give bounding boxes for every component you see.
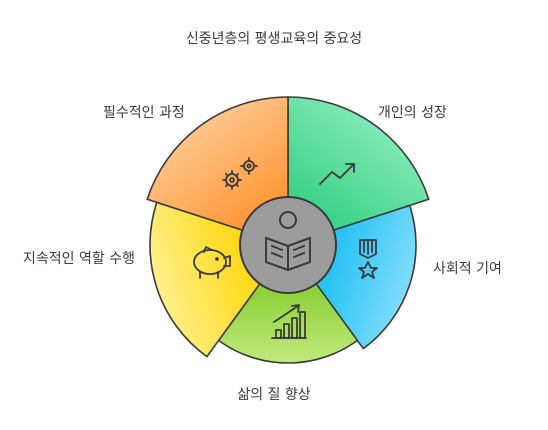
- piggy-bank-icon: [193, 246, 231, 279]
- label-essential-process: 필수적인 과정: [103, 105, 185, 121]
- reading-person-icon: [265, 211, 311, 271]
- label-social-contribution: 사회적 기여: [433, 261, 502, 277]
- bar-chart-icon: [271, 304, 307, 339]
- medal-icon: [358, 239, 378, 279]
- trending-up-icon: [319, 163, 355, 185]
- label-personal-growth: 개인의 성장: [378, 105, 447, 121]
- label-quality-of-life: 삶의 질 향상: [237, 387, 311, 403]
- gears-icon: [222, 157, 258, 190]
- label-continuous-role: 지속적인 역할 수행: [23, 251, 135, 267]
- page-title: 신중년층의 평생교육의 중요성: [185, 31, 363, 47]
